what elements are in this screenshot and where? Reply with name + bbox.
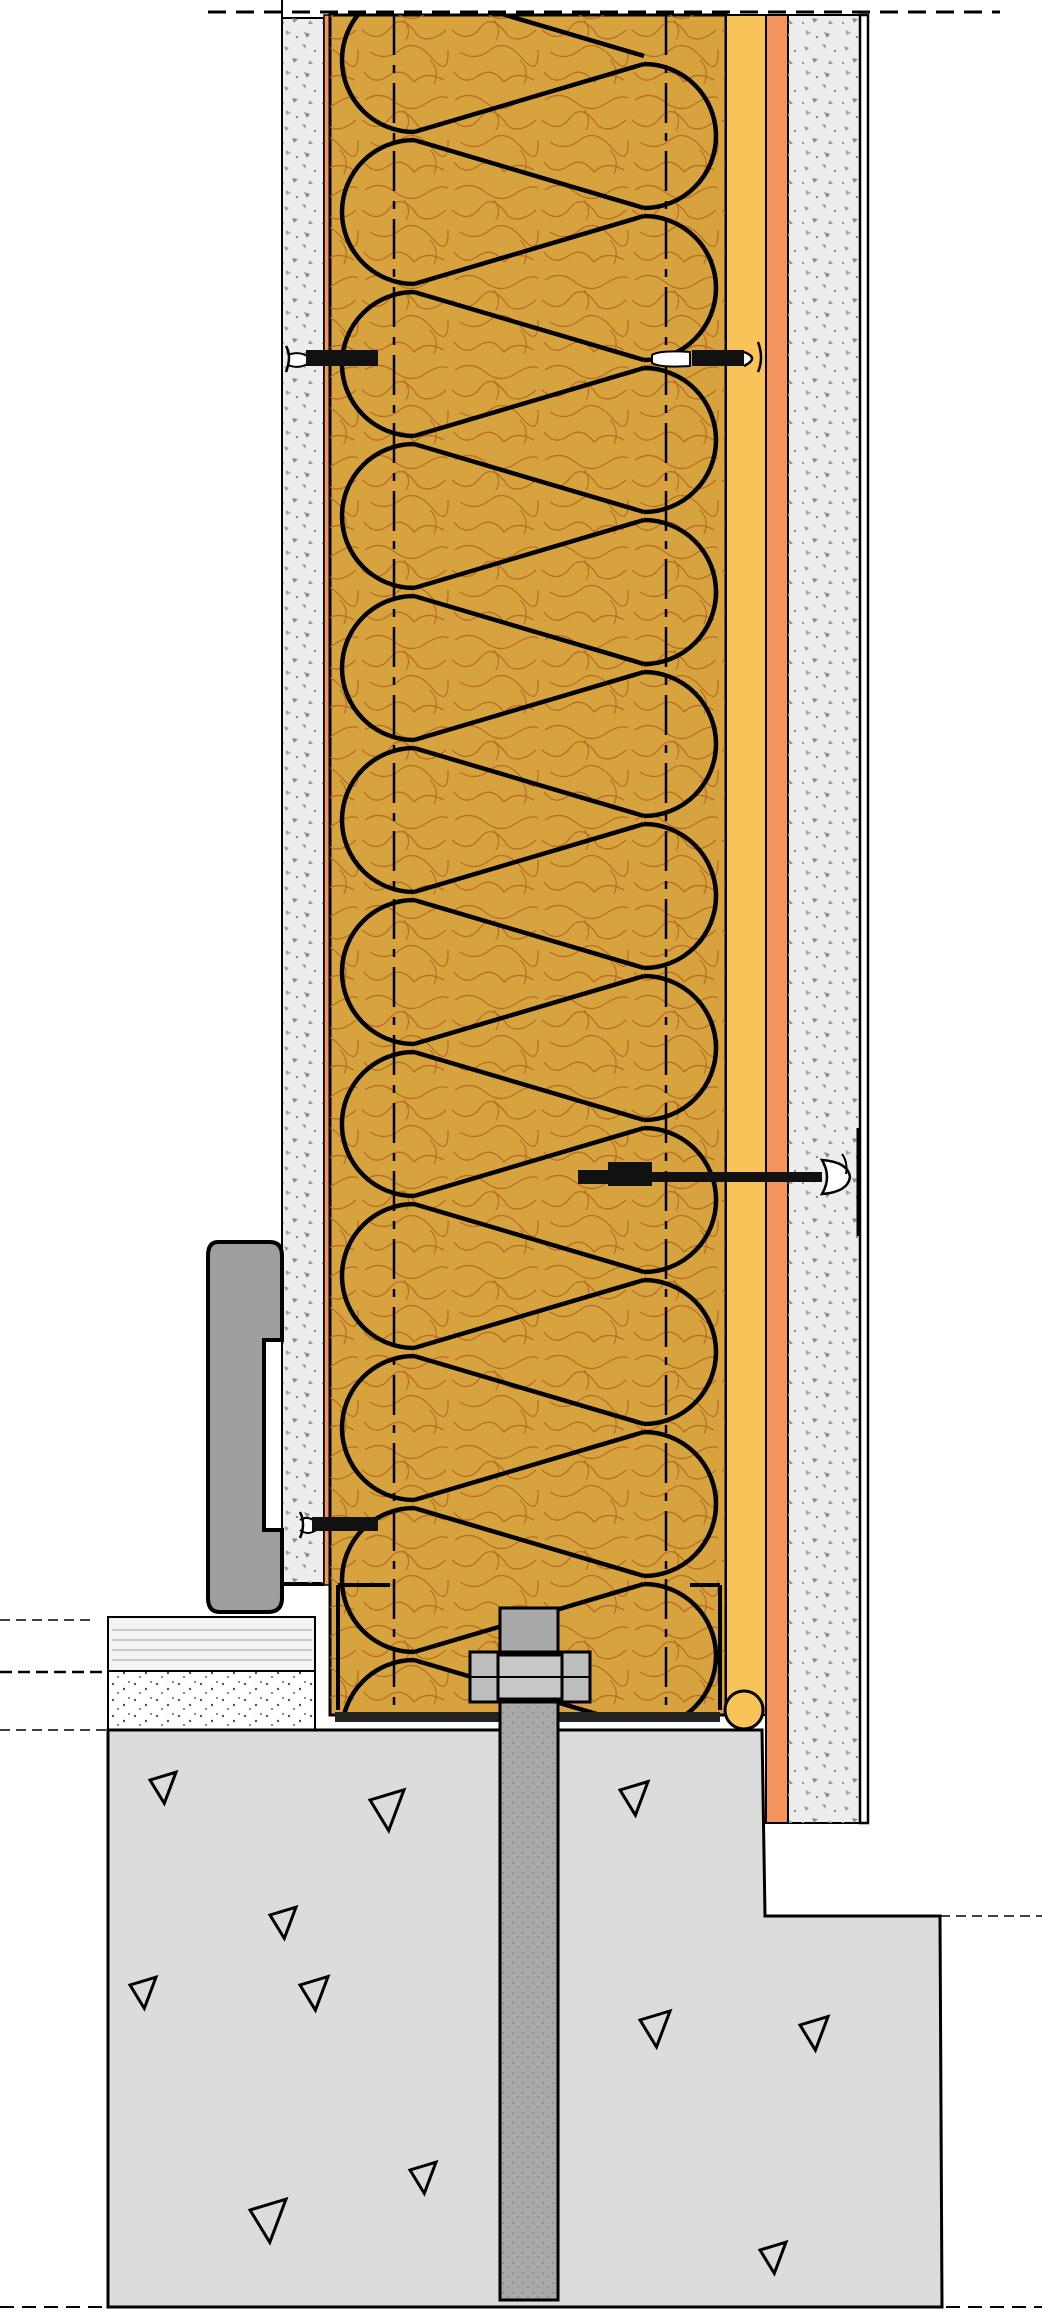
clip-upper-left — [284, 345, 378, 373]
aggregate-triangle — [637, 2008, 673, 2051]
floor-screed — [107, 1616, 316, 1731]
aggregate-triangle — [147, 1769, 179, 1807]
clip-upper-right — [651, 341, 763, 373]
aggregate-triangle — [247, 2196, 289, 2246]
clip-icon — [284, 341, 860, 1539]
anchor-bolt-icon — [468, 1606, 592, 2302]
clip-lower-left — [298, 1511, 378, 1539]
aggregate-triangle — [267, 1904, 299, 1942]
aggregate-marks — [127, 1769, 831, 2277]
aggregate-triangle — [797, 2014, 831, 2054]
aggregate-triangle — [367, 1787, 407, 1835]
aggregate-triangle — [617, 1779, 651, 1819]
timber-board-layer — [725, 14, 767, 1716]
exterior-plaster-layer — [787, 13, 870, 1825]
interior-plaster-layer — [281, 0, 325, 1584]
skirting-board — [206, 1240, 324, 1614]
aggregate-triangle — [127, 1974, 159, 2012]
clip-middle-right — [578, 1128, 860, 1236]
insulation-core — [328, 13, 728, 1717]
screed-upper — [107, 1616, 316, 1672]
aggregate-triangle — [407, 2159, 439, 2197]
corner-bead-icon — [723, 1689, 765, 1731]
exterior-membrane — [765, 14, 789, 1824]
aggregate-triangle — [757, 2239, 789, 2277]
screed-lower — [107, 1670, 316, 1731]
aggregate-triangle — [297, 1974, 331, 2014]
